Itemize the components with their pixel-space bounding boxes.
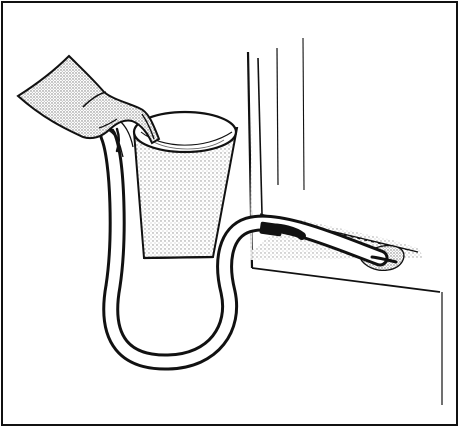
illustration-frame bbox=[0, 0, 459, 427]
siphon-illustration bbox=[0, 0, 459, 427]
